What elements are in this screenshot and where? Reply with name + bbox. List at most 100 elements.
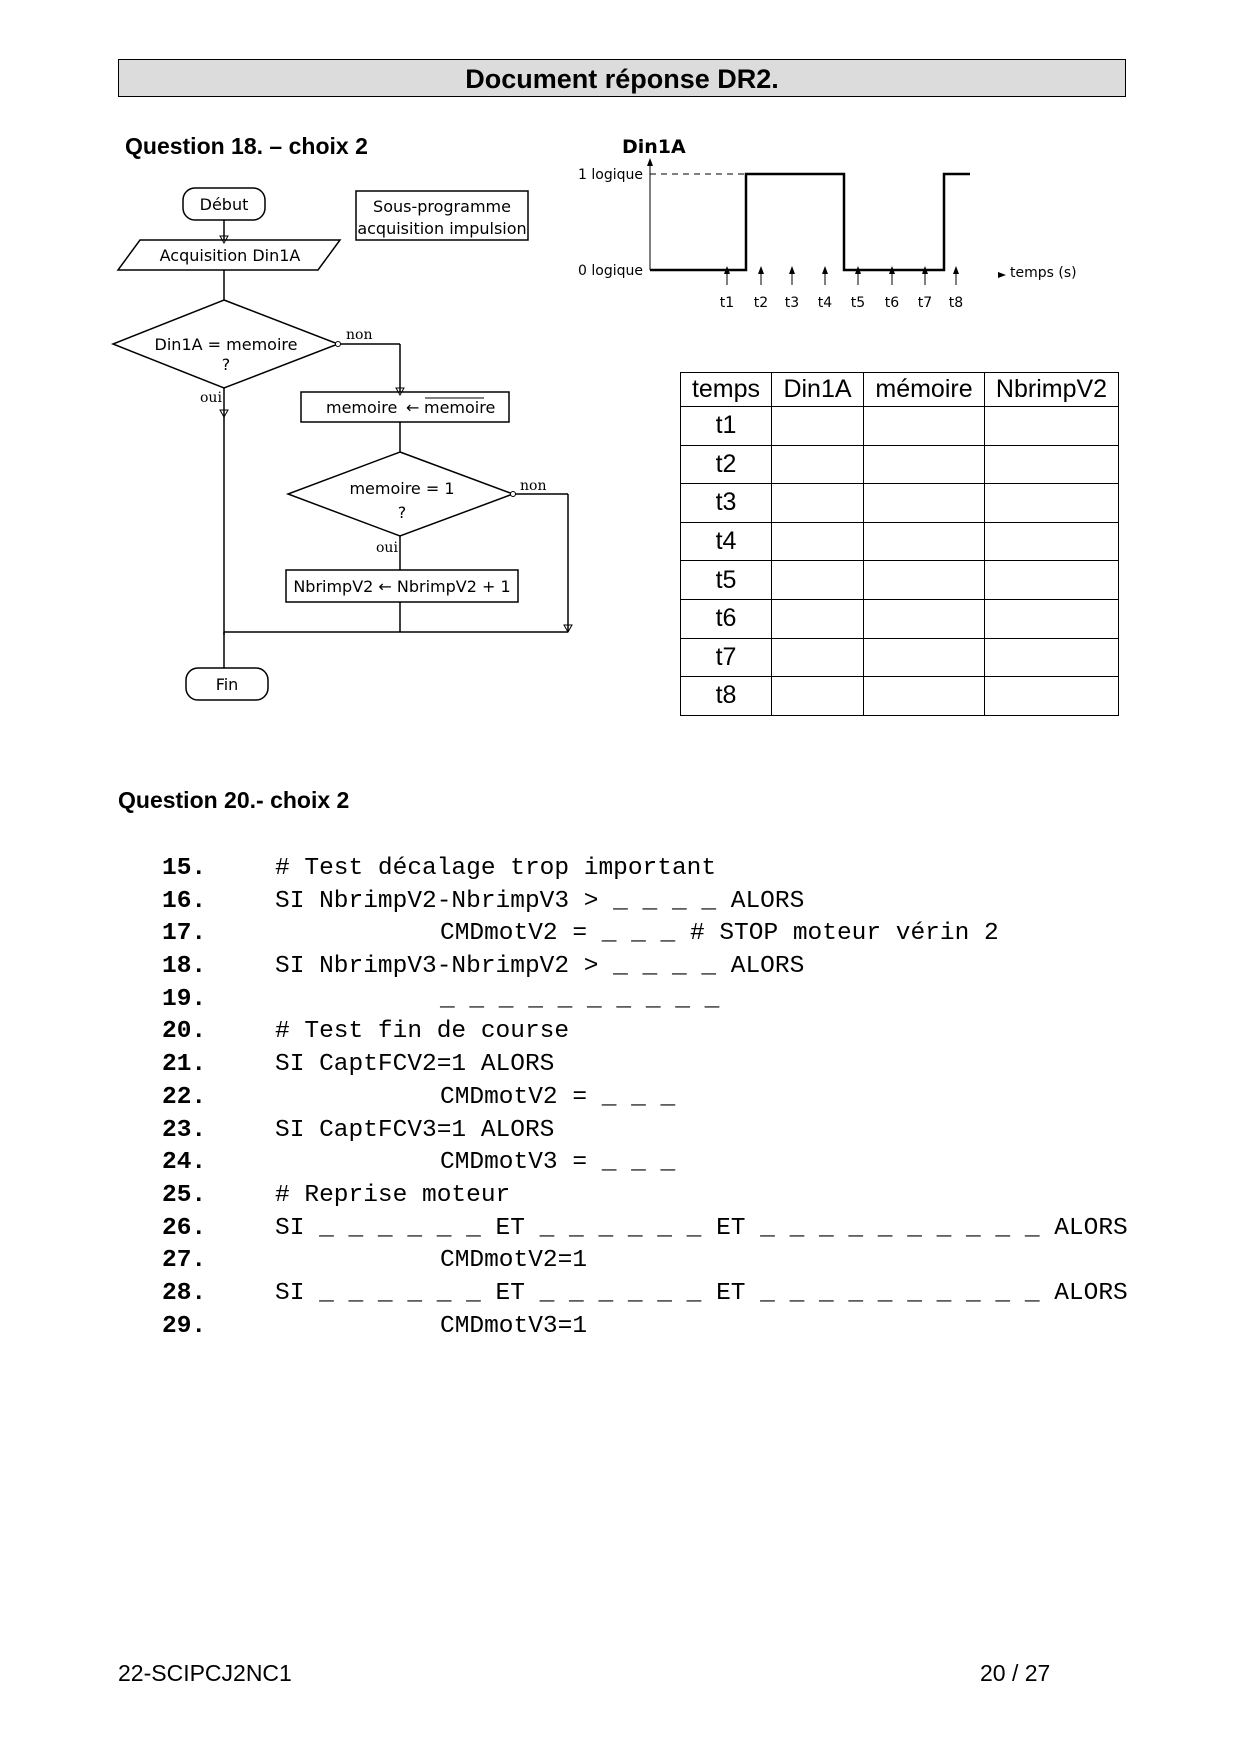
line-number: 17. [162, 920, 207, 948]
code-text: CMDmotV2 = _ _ _ [440, 1083, 676, 1111]
table-cell-answer[interactable] [863, 406, 985, 446]
line-number: 28. [162, 1279, 207, 1307]
signal-name: Din1A [622, 136, 686, 158]
question-20-heading: Question 20.- choix 2 [118, 787, 350, 813]
table-cell-answer[interactable] [771, 560, 864, 600]
time-marker-label: t6 [885, 295, 899, 311]
table-cell-answer[interactable] [771, 676, 864, 716]
invert-arrow: ← [406, 398, 419, 417]
code-text: # Reprise moteur [275, 1181, 511, 1209]
increment-box [285, 569, 519, 603]
table-row: t7 [680, 637, 1119, 678]
table-cell-answer[interactable] [863, 521, 985, 562]
time-marker-arrowhead [822, 266, 828, 274]
code-text: CMDmotV2 = _ _ _ # STOP moteur vérin 2 [440, 920, 999, 948]
no-label-1: non [346, 327, 372, 343]
code-text: CMDmotV3 = _ _ _ [440, 1149, 676, 1177]
table-cell-answer[interactable] [863, 676, 985, 716]
table-cell-answer[interactable] [863, 560, 985, 600]
table-cell-time: t7 [680, 637, 772, 678]
table-cell-time: t4 [680, 521, 772, 562]
table-cell-answer[interactable] [984, 444, 1119, 485]
table-row: t6 [680, 598, 1119, 639]
table-cell-answer[interactable] [863, 444, 985, 485]
table-cell-answer[interactable] [984, 560, 1119, 600]
yes-label-2: oui [376, 540, 398, 556]
decision-2-question: ? [398, 503, 407, 522]
table-cell-time: t2 [680, 444, 772, 485]
table-cell-answer[interactable] [863, 598, 985, 639]
table-cell-answer[interactable] [771, 483, 864, 523]
time-marker-arrowhead [855, 266, 861, 274]
line-number: 24. [162, 1149, 207, 1177]
line-number: 20. [162, 1018, 207, 1046]
table-cell-answer[interactable] [863, 637, 985, 678]
code-text: # Test décalage trop important [275, 855, 717, 882]
line-number: 19. [162, 985, 207, 1013]
footer-code: 22-SCIPCJ2NC1 [118, 1660, 292, 1686]
table-cell-answer[interactable] [771, 406, 864, 446]
table-cell-time: t6 [680, 598, 772, 639]
end-terminal [185, 667, 269, 701]
table-cell-answer[interactable] [771, 444, 864, 485]
code-text: SI _ _ _ _ _ _ ET _ _ _ _ _ _ ET _ _ _ _… [275, 1214, 1128, 1242]
table-cell-answer[interactable] [984, 483, 1119, 523]
table-cell-answer[interactable] [863, 483, 985, 523]
table-cell-answer[interactable] [984, 676, 1119, 716]
line-number: 21. [162, 1051, 207, 1079]
time-axis-label: temps (s) [1010, 265, 1077, 281]
flowchart: Début Sous-programme acquisition impulsi… [110, 187, 573, 701]
time-axis-arrow-icon [998, 272, 1006, 278]
time-marker-label: t3 [785, 295, 799, 311]
code-text: SI _ _ _ _ _ _ ET _ _ _ _ _ _ ET _ _ _ _… [275, 1279, 1128, 1307]
time-marker-label: t1 [720, 295, 734, 311]
subprogram-label-1: Sous-programme [373, 197, 511, 216]
table-cell-answer[interactable] [984, 521, 1119, 562]
start-label: Début [200, 195, 249, 214]
page-title: Document réponse DR2. [118, 59, 1126, 97]
end-label: Fin [216, 675, 239, 694]
table-cell-answer[interactable] [771, 637, 864, 678]
level-low-label: 0 logique [578, 263, 643, 279]
code-text: SI NbrimpV3-NbrimpV2 > _ _ _ _ ALORS [275, 953, 805, 981]
table-row: t8 [680, 676, 1119, 716]
table-cell-answer[interactable] [771, 598, 864, 639]
time-marker-arrowhead [922, 266, 928, 274]
line-number: 18. [162, 953, 207, 981]
time-marker-arrowhead [789, 266, 795, 274]
decision-1-label: Din1A = memoire [155, 335, 298, 354]
table-header: NbrimpV2 [984, 372, 1119, 407]
time-marker-label: t8 [949, 295, 963, 311]
code-text: SI CaptFCV2=1 ALORS [275, 1051, 555, 1079]
table-header: temps [680, 372, 772, 407]
decision-2-label: memoire = 1 [349, 479, 454, 498]
table-header: Din1A [771, 372, 864, 407]
code-text: # Test fin de course [275, 1018, 570, 1046]
level-high-label: 1 logique [578, 167, 643, 183]
table-row: t2 [680, 444, 1119, 485]
time-marker-label: t4 [818, 295, 832, 311]
table-cell-answer[interactable] [771, 521, 864, 562]
code-text: _ _ _ _ _ _ _ _ _ _ [440, 985, 720, 1013]
table-cell-time: t5 [680, 560, 772, 600]
table-cell-answer[interactable] [984, 598, 1119, 639]
table-cell-answer[interactable] [984, 637, 1119, 678]
acquisition-parallelogram [116, 239, 342, 271]
footer-page-number: 20 / 27 [980, 1660, 1051, 1686]
table-header: mémoire [863, 372, 985, 407]
no-label-2: non [520, 478, 546, 494]
table-row: t3 [680, 483, 1119, 523]
time-marker-arrowhead [889, 266, 895, 274]
line-number: 16. [162, 887, 207, 915]
table-row: t1 [680, 406, 1119, 446]
signal-waveform [650, 172, 970, 272]
line-number: 23. [162, 1116, 207, 1144]
acquisition-label: Acquisition Din1A [160, 246, 301, 265]
table-cell-answer[interactable] [984, 406, 1119, 446]
yes-label-1: oui [200, 390, 222, 406]
code-text: CMDmotV3=1 [440, 1312, 588, 1340]
line-number: 27. [162, 1247, 207, 1275]
time-marker-label: t7 [918, 295, 932, 311]
